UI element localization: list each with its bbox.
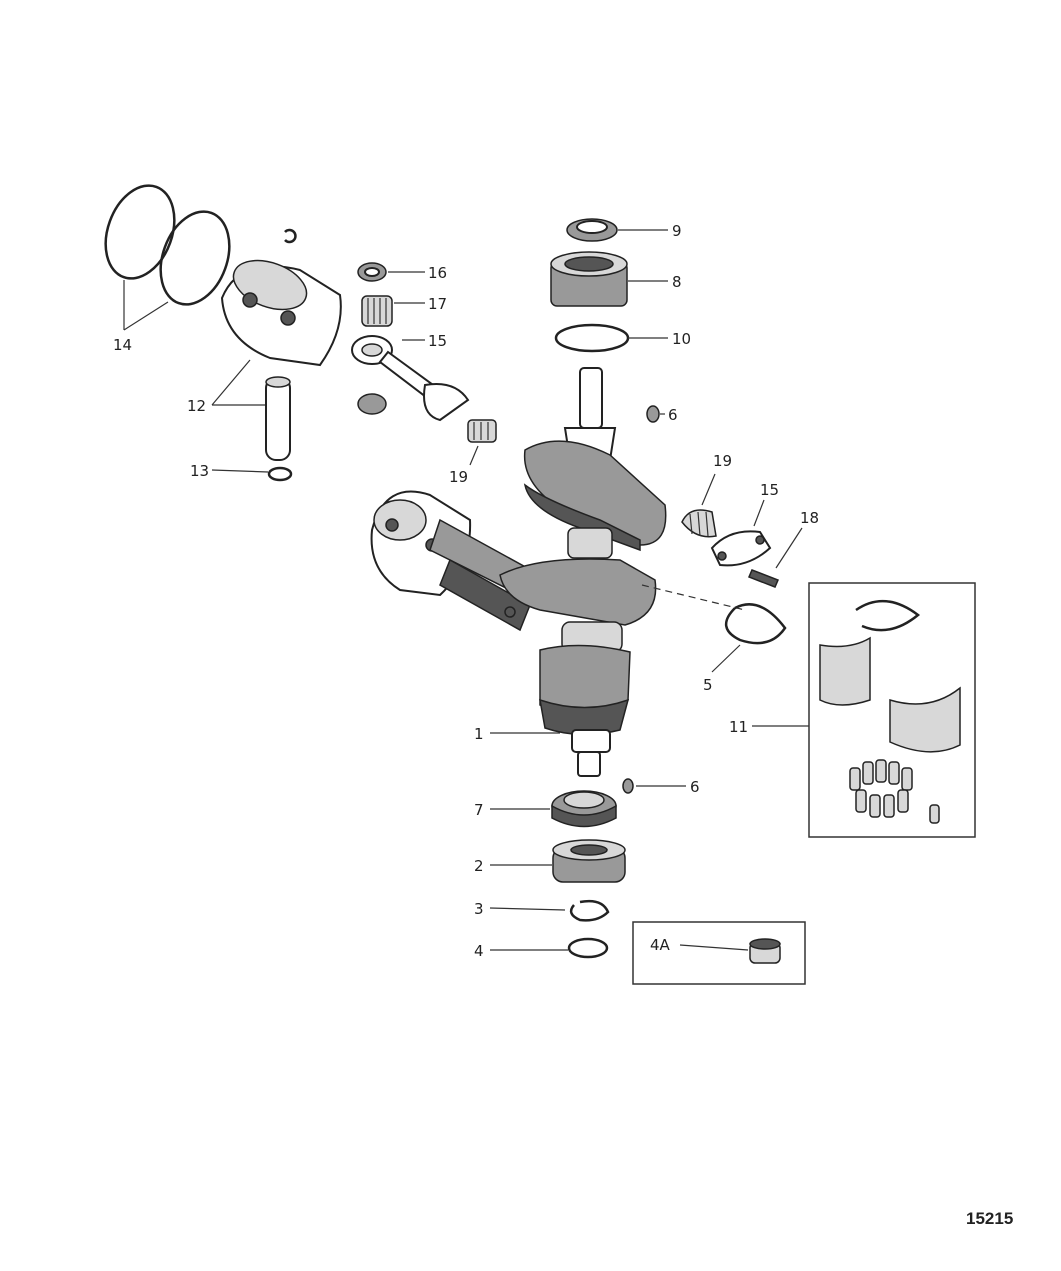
callout-11: 11 bbox=[729, 718, 748, 736]
callout-4: 4 bbox=[474, 942, 484, 960]
thrust-washer-part bbox=[357, 262, 387, 282]
callout-4a: 4A bbox=[650, 936, 671, 954]
connecting-rod-cap-part bbox=[710, 530, 772, 567]
callout-6-lower: 6 bbox=[690, 778, 700, 796]
bearing-kit-inset bbox=[808, 582, 976, 838]
callout-15-upper: 15 bbox=[428, 332, 447, 350]
piston-rings-part bbox=[104, 184, 231, 306]
callout-13: 13 bbox=[190, 462, 209, 480]
piston-pin-part bbox=[265, 376, 291, 461]
o-ring-part bbox=[554, 323, 630, 353]
callout-12: 12 bbox=[187, 397, 206, 415]
callout-19-right: 19 bbox=[713, 452, 732, 470]
ball-bearing-part bbox=[552, 839, 626, 883]
callout-16: 16 bbox=[428, 264, 447, 282]
thrust-ring-part bbox=[567, 937, 609, 959]
callout-8: 8 bbox=[672, 273, 682, 291]
callout-17: 17 bbox=[428, 295, 447, 313]
bearing-cage-part bbox=[467, 419, 497, 443]
callout-2: 2 bbox=[474, 857, 484, 875]
woodruff-key-lower-part bbox=[622, 778, 634, 794]
callout-5: 5 bbox=[703, 676, 713, 694]
callout-10: 10 bbox=[672, 330, 691, 348]
retaining-ring-part bbox=[725, 603, 787, 645]
sleeve-inset bbox=[632, 921, 806, 985]
snap-ring-part bbox=[569, 899, 610, 922]
callout-1: 1 bbox=[474, 725, 484, 743]
connecting-rod-part bbox=[351, 335, 470, 422]
roller-bearing-part bbox=[550, 251, 628, 307]
callout-9: 9 bbox=[672, 222, 682, 240]
oil-seal-part bbox=[566, 218, 618, 242]
callout-18: 18 bbox=[800, 509, 819, 527]
rod-cap-screw-part bbox=[748, 569, 779, 588]
figure-number: 15215 bbox=[966, 1209, 1013, 1228]
callout-19-left: 19 bbox=[449, 468, 468, 486]
woodruff-key-upper-part bbox=[646, 405, 660, 423]
callout-14: 14 bbox=[113, 336, 132, 354]
piston-part bbox=[220, 228, 342, 367]
crankshaft-part bbox=[370, 367, 667, 777]
needle-bearing-part bbox=[361, 295, 393, 327]
callout-3: 3 bbox=[474, 900, 484, 918]
seal-carrier-part bbox=[551, 790, 617, 828]
callout-15-lower: 15 bbox=[760, 481, 779, 499]
bearing-cage-right-part bbox=[681, 509, 717, 538]
callout-6-upper: 6 bbox=[668, 406, 678, 424]
piston-pin-retainer-part bbox=[267, 466, 293, 482]
callout-7: 7 bbox=[474, 801, 484, 819]
